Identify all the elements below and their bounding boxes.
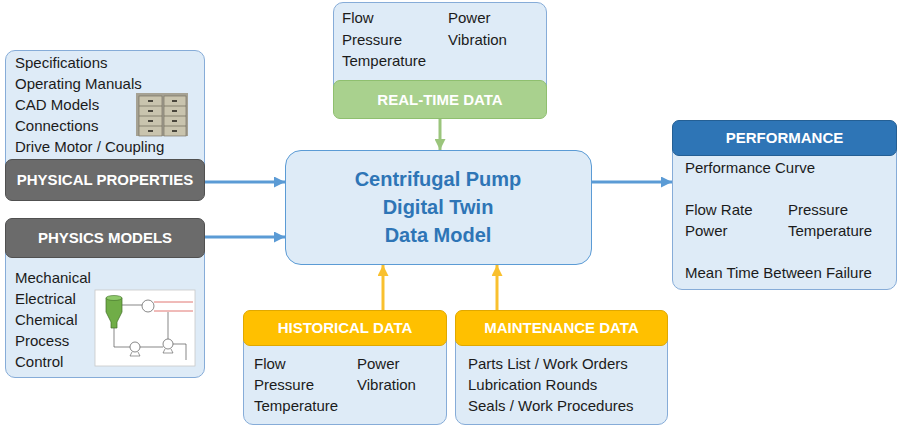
item-text: Power bbox=[357, 355, 400, 373]
flow-arrow bbox=[205, 181, 285, 184]
header-band: PHYSICAL PROPERTIES bbox=[5, 159, 205, 201]
item-text: Temperature bbox=[788, 222, 872, 240]
item-text: CAD Models bbox=[15, 96, 99, 114]
item-text: Vibration bbox=[448, 31, 507, 49]
band-heading: HISTORICAL DATA bbox=[278, 319, 413, 337]
item-text: Seals / Work Procedures bbox=[468, 397, 634, 415]
item-text: Power bbox=[685, 222, 728, 240]
item-text: Vibration bbox=[357, 376, 416, 394]
source-box: Flow PowerPressure VibrationTemperatureREA… bbox=[333, 2, 547, 119]
item-text: Connections bbox=[15, 117, 98, 135]
item-text: Pressure bbox=[254, 376, 314, 394]
header-band: HISTORICAL DATA bbox=[243, 310, 447, 346]
header-band: REAL-TIME DATA bbox=[333, 80, 547, 119]
digital-twin-box: Centrifugal Pump Digital Twin Data Model bbox=[285, 150, 592, 265]
item-text: Mechanical bbox=[15, 269, 91, 287]
band-heading: REAL-TIME DATA bbox=[377, 91, 502, 109]
flow-arrow bbox=[592, 181, 672, 184]
item-text: Control bbox=[15, 353, 63, 371]
connectors bbox=[205, 119, 672, 310]
wrap-spacer bbox=[328, 193, 363, 221]
flow-arrow bbox=[205, 236, 285, 239]
flow-arrow bbox=[496, 265, 499, 310]
header-band: MAINTENANCE DATA bbox=[455, 310, 668, 346]
item-text: Operating Manuals bbox=[15, 75, 142, 93]
wrap-spacer bbox=[513, 193, 548, 221]
source-box: Parts List / Work OrdersLubrication Roun… bbox=[455, 310, 668, 425]
band-heading: PHYSICS MODELS bbox=[38, 229, 172, 247]
item-text: Mean Time Between Failure bbox=[685, 264, 872, 282]
title-wrap: Centrifugal Pump Digital Twin Data Model bbox=[328, 165, 548, 249]
item-text: Flow bbox=[342, 9, 374, 27]
flow-arrow bbox=[382, 265, 385, 310]
band-heading: MAINTENANCE DATA bbox=[484, 319, 638, 337]
band-heading: PERFORMANCE bbox=[726, 129, 844, 147]
item-text: Temperature bbox=[342, 52, 426, 70]
header-band: PERFORMANCE bbox=[672, 120, 897, 156]
item-text: Specifications bbox=[15, 54, 108, 72]
output-box: Performance CurveFlow Rate PressurePower T… bbox=[672, 120, 897, 290]
item-text: Power bbox=[448, 9, 491, 27]
item-text: Performance Curve bbox=[685, 159, 815, 177]
item-text: Drive Motor / Coupling bbox=[15, 138, 164, 156]
item-text: Process bbox=[15, 332, 69, 350]
item-text: Lubrication Rounds bbox=[468, 376, 597, 394]
item-text: Parts List / Work Orders bbox=[468, 355, 628, 373]
flow-arrow bbox=[439, 119, 442, 150]
source-box: Flow PowerPressure VibrationTemperature HIS… bbox=[243, 310, 447, 425]
item-text: Flow Rate bbox=[685, 201, 753, 219]
node-title: Centrifugal Pump Digital Twin Data Model bbox=[355, 168, 522, 246]
item-text: Temperature bbox=[254, 397, 338, 415]
source-box: MechanicalElectricalChemicalProcessContr… bbox=[5, 218, 205, 378]
item-text: Flow bbox=[254, 355, 286, 373]
item-text: Pressure bbox=[788, 201, 848, 219]
band-heading: PHYSICAL PROPERTIES bbox=[17, 171, 193, 189]
source-box: SpecificationsOperating ManualsCAD Model… bbox=[5, 50, 205, 201]
item-text: Electrical bbox=[15, 290, 76, 308]
item-text: Chemical bbox=[15, 311, 78, 329]
item-text: Pressure bbox=[342, 31, 402, 49]
header-band: PHYSICS MODELS bbox=[5, 218, 205, 258]
